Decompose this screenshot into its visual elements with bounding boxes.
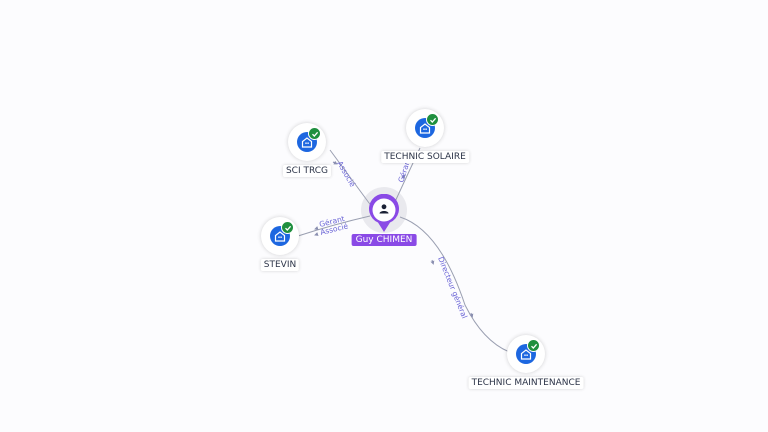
verified-check-icon [426,113,439,126]
company-name: SCI TRCG [282,165,332,177]
arrowhead [332,160,338,165]
verified-check-icon [308,127,321,140]
person-icon [379,204,389,214]
edge-stevin [297,215,371,237]
arrowhead [401,174,405,179]
edge-label-sci-trcg: Associé [335,160,357,189]
company-name: TECHNIC SOLAIRE [381,151,469,163]
company-name: TECHNIC MAINTENANCE [468,377,584,389]
arrowhead [314,232,319,236]
arrowhead [469,312,474,318]
person-name: Guy CHIMEN [351,234,417,246]
verified-check-icon [527,339,540,352]
company-name: STEVIN [260,259,300,271]
edge-technic-maintenance [399,216,516,355]
edge-sci-trcg [329,149,373,208]
arrowhead [314,226,319,230]
arrowhead [430,259,435,265]
verified-check-icon [281,221,294,234]
edge-label-technic-maintenance: Directeur général [436,255,469,319]
